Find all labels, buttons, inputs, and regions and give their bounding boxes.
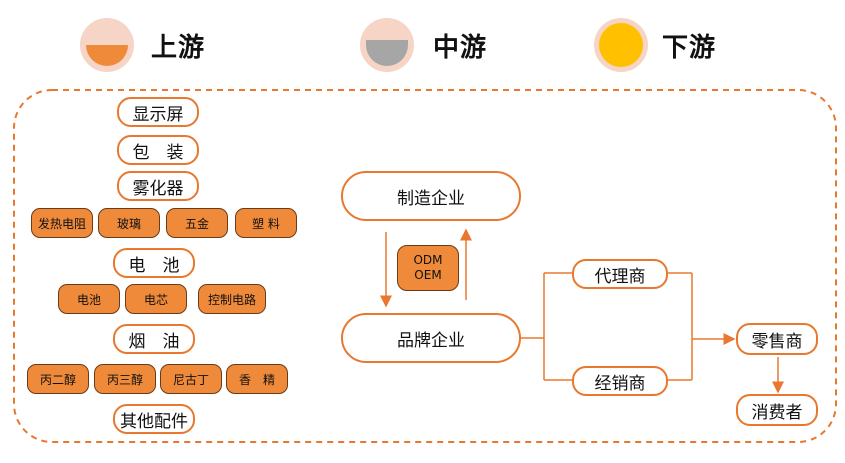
chip-plastic: 塑 料: [235, 208, 297, 238]
chip-glycerin: 丙三醇: [94, 364, 156, 394]
downstream-legend-icon: [594, 18, 648, 72]
downstream-legend-label: 下游: [662, 33, 717, 63]
chip-heating-resistor: 发热电阻: [31, 208, 93, 238]
upstream-legend-label: 上游: [151, 33, 206, 63]
midstream-legend-icon: [360, 18, 414, 72]
oem-label: OEM: [414, 268, 442, 282]
node-agent: 代理商: [572, 259, 668, 289]
chip-glass: 玻璃: [98, 208, 160, 238]
node-manufacturer: 制造企业: [341, 171, 521, 221]
node-distributor: 经销商: [572, 366, 668, 396]
upstream-legend-icon: [80, 18, 134, 72]
node-other-parts: 其他配件: [113, 404, 195, 434]
odm-oem-badge: ODM OEM: [397, 245, 459, 291]
chip-cell: 电芯: [125, 284, 187, 314]
node-battery: 电 池: [113, 248, 195, 278]
node-atomizer: 雾化器: [117, 171, 199, 201]
node-eliquid: 烟 油: [113, 324, 195, 354]
node-retailer: 零售商: [736, 323, 818, 355]
midstream-legend-label: 中游: [433, 33, 488, 63]
chip-flavor: 香 精: [226, 364, 288, 394]
node-packaging: 包 装: [117, 135, 199, 165]
node-consumer: 消费者: [736, 394, 818, 426]
chip-battery: 电池: [58, 284, 120, 314]
odm-label: ODM: [413, 253, 443, 267]
chip-nicotine: 尼古丁: [160, 364, 222, 394]
node-display: 显示屏: [117, 97, 199, 127]
node-brand: 品牌企业: [341, 313, 521, 363]
chip-propylene-glycol: 丙二醇: [27, 364, 89, 394]
dashed-frame: [13, 89, 837, 443]
chip-hardware: 五金: [166, 208, 228, 238]
chip-control-circuit: 控制电路: [198, 284, 266, 314]
